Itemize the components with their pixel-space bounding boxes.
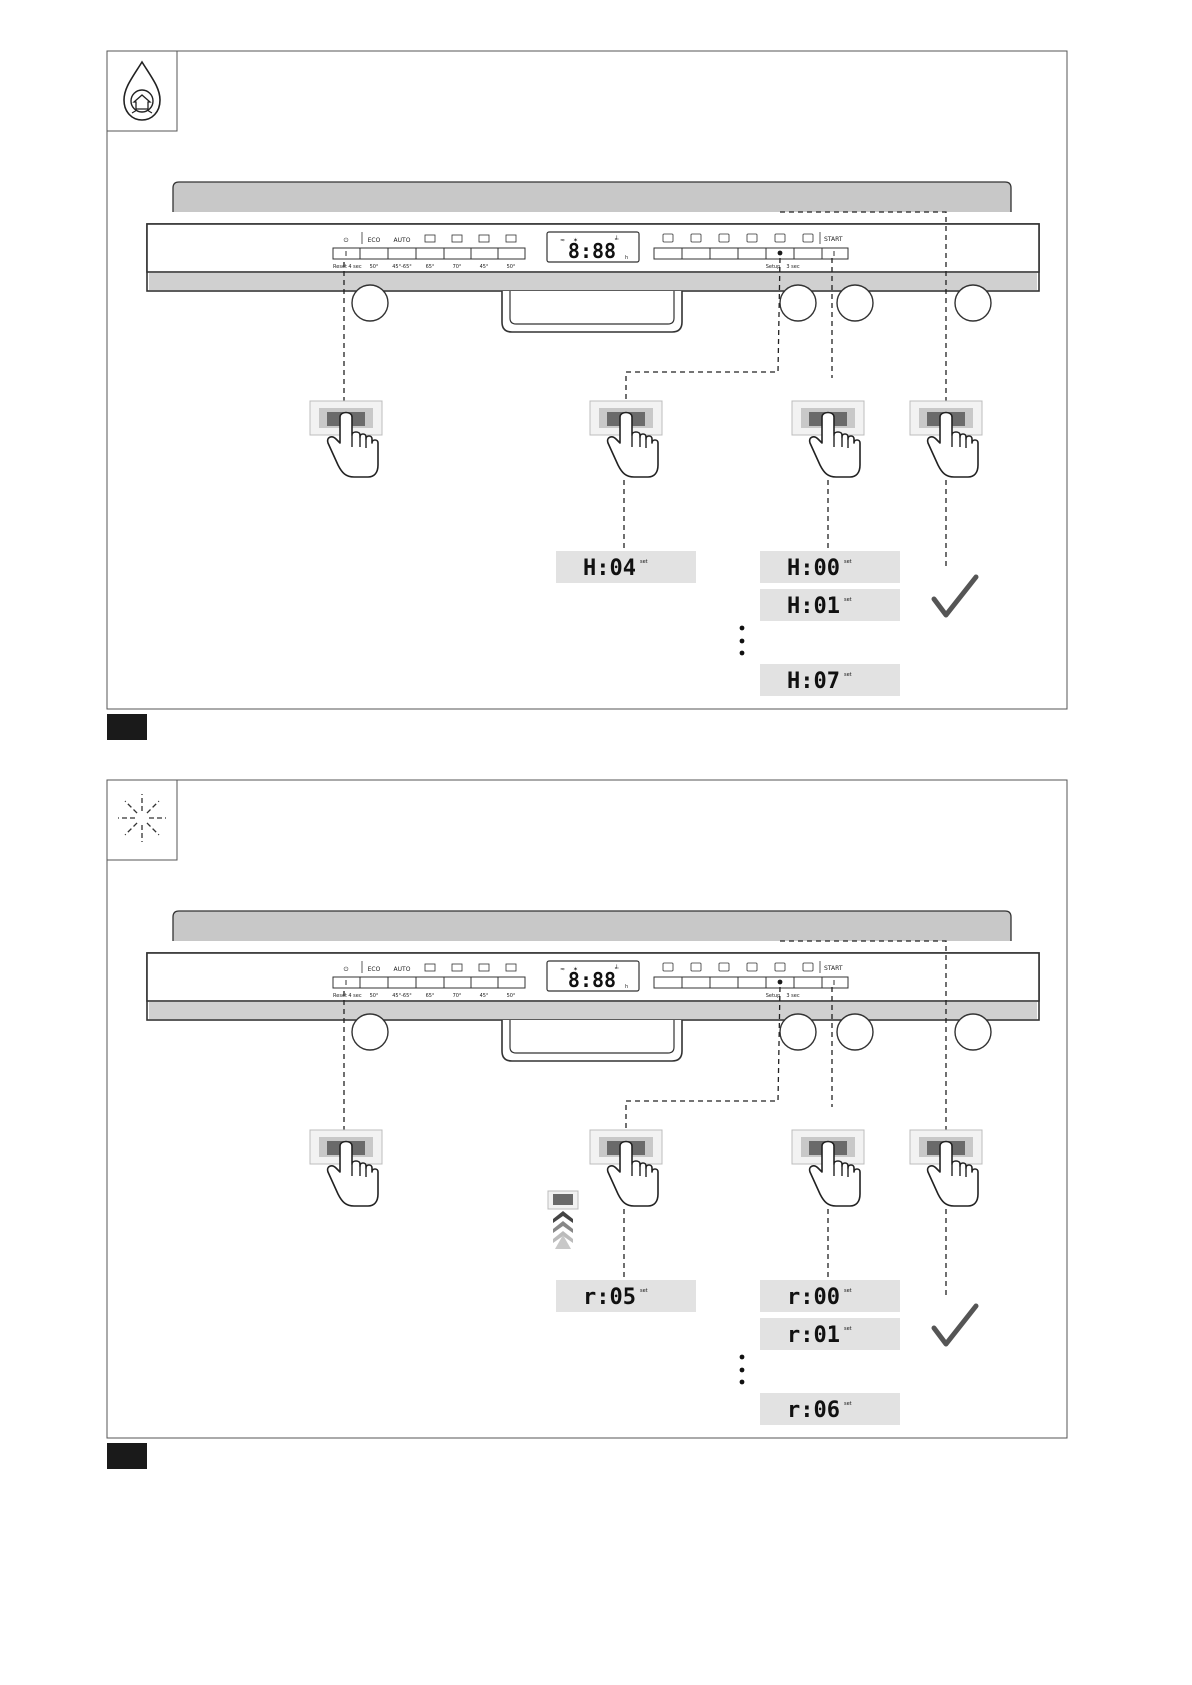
- right-button-row: [654, 248, 848, 259]
- display-unit: h: [625, 984, 628, 990]
- option-display-last: r:06 set: [760, 1393, 900, 1425]
- display-box-value: H:07: [787, 669, 840, 694]
- program-temp: 50°: [507, 993, 516, 999]
- program-temp: 50°: [507, 264, 516, 270]
- step-circle: [955, 285, 991, 321]
- display-box-set: set: [844, 672, 852, 678]
- display-icon-a: ≈: [560, 237, 565, 244]
- display-box-value: r:06: [787, 1398, 840, 1423]
- display-box-value: H:04: [583, 556, 636, 581]
- option-display-second: H:01 set: [760, 589, 900, 621]
- program-temp: 45°: [480, 993, 489, 999]
- ellipsis-dot: [740, 626, 745, 631]
- program-label: AUTO: [394, 966, 411, 973]
- setup-time: 3 sec: [786, 264, 799, 270]
- program-temp: 65°: [426, 264, 435, 270]
- right-button-row: [654, 977, 848, 988]
- program-label: AUTO: [394, 237, 411, 244]
- door-handle-inner: [510, 291, 674, 324]
- display-icon-c: ┵: [614, 235, 619, 243]
- display-icon-c: ┵: [614, 964, 619, 972]
- power-symbol: ⏻: [344, 966, 349, 973]
- reset-time: 4 sec: [348, 993, 361, 999]
- setup-button-dot: [778, 980, 783, 985]
- program-temp: 70°: [453, 264, 462, 270]
- display-box-set: set: [640, 1288, 648, 1294]
- ellipsis-dot: [740, 639, 745, 644]
- display-box-set: set: [844, 597, 852, 603]
- reset-label: Reset: [333, 993, 347, 999]
- program-label: ECO: [368, 966, 381, 973]
- left-button-row: [333, 248, 525, 259]
- display-box-value: H:00: [787, 556, 840, 581]
- step-circle: [837, 1014, 873, 1050]
- display-box-set: set: [640, 559, 648, 565]
- display-icon-a: ≈: [560, 966, 565, 973]
- step-circle: [955, 1014, 991, 1050]
- option-display-first: H:00 set: [760, 551, 900, 583]
- section-frame: [107, 51, 1067, 709]
- program-temp: 45°: [480, 264, 489, 270]
- start-label: START: [824, 236, 843, 243]
- setup-label: Setup: [766, 264, 781, 270]
- step-circle: [780, 1014, 816, 1050]
- section-marker: [107, 1443, 147, 1469]
- left-button-row: [333, 977, 525, 988]
- door-top: [173, 182, 1011, 212]
- ellipsis-dot: [740, 651, 745, 656]
- option-display-first: r:00 set: [760, 1280, 900, 1312]
- ellipsis-dot: [740, 1355, 745, 1360]
- repeat-press-key: [553, 1194, 573, 1205]
- selected-value-display: r:05 set: [556, 1280, 696, 1312]
- ellipsis-dot: [740, 1380, 745, 1385]
- display-box-value: H:01: [787, 594, 840, 619]
- section-frame: [107, 780, 1067, 1438]
- ellipsis-dot: [740, 1368, 745, 1373]
- setup-time: 3 sec: [786, 993, 799, 999]
- setup-label: Setup: [766, 993, 781, 999]
- display-box-set: set: [844, 1326, 852, 1332]
- reset-label: Reset: [333, 264, 347, 270]
- step-circle: [352, 1014, 388, 1050]
- program-temp: 50°: [370, 993, 379, 999]
- step-circle: [352, 285, 388, 321]
- program-label: ECO: [368, 237, 381, 244]
- power-symbol: ⏻: [344, 237, 349, 244]
- display-box-set: set: [844, 1401, 852, 1407]
- display-icon-b: ✶: [573, 966, 578, 973]
- door-top: [173, 911, 1011, 941]
- program-temp: 45°-65°: [392, 264, 412, 270]
- start-label: START: [824, 965, 843, 972]
- step-circle: [837, 285, 873, 321]
- display-unit: h: [625, 255, 628, 261]
- option-display-second: r:01 set: [760, 1318, 900, 1350]
- option-display-last: H:07 set: [760, 664, 900, 696]
- setup-button-dot: [778, 251, 783, 256]
- display-box-set: set: [844, 1288, 852, 1294]
- display-icon-b: ✶: [573, 237, 578, 244]
- step-circle: [780, 285, 816, 321]
- door-handle-inner: [510, 1020, 674, 1053]
- display-box-set: set: [844, 559, 852, 565]
- panel-bottom-strip: [149, 1002, 1037, 1019]
- section-marker: [107, 714, 147, 740]
- display-box-value: r:01: [787, 1323, 840, 1348]
- display-box-value: r:00: [787, 1285, 840, 1310]
- selected-value-display: H:04 set: [556, 551, 696, 583]
- reset-time: 4 sec: [348, 264, 361, 270]
- program-temp: 65°: [426, 993, 435, 999]
- panel-bottom-strip: [149, 273, 1037, 290]
- program-temp: 45°-65°: [392, 993, 412, 999]
- program-temp: 70°: [453, 993, 462, 999]
- display-box-value: r:05: [583, 1285, 636, 1310]
- program-temp: 50°: [370, 264, 379, 270]
